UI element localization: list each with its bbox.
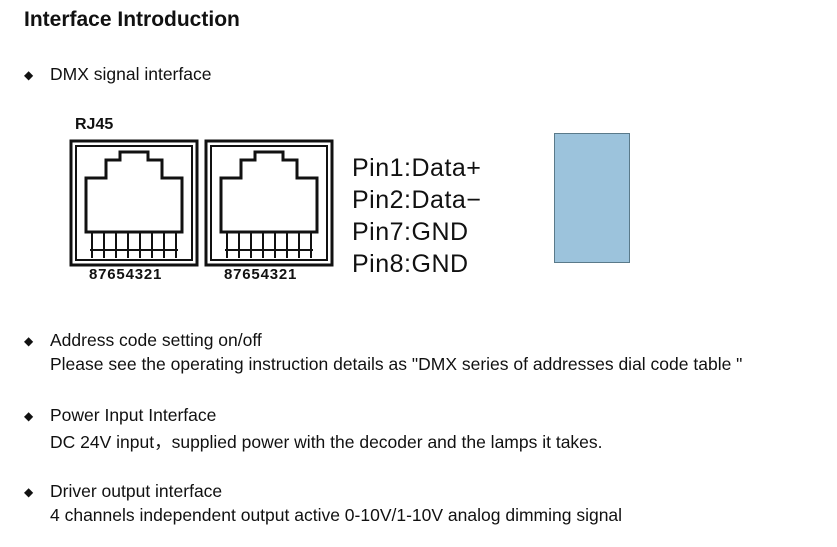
connector-label: RJ45 bbox=[75, 116, 114, 133]
diamond-bullet-icon: ◆ bbox=[24, 68, 34, 82]
bullet-heading: Power Input Interface bbox=[50, 405, 217, 425]
rj45-jack-icon bbox=[204, 139, 334, 267]
pin-signal: Data− bbox=[411, 186, 482, 214]
bullet-detail: 4 channels independent output active 0-1… bbox=[50, 505, 623, 525]
bullet-dmx-signal: ◆ DMX signal interface bbox=[24, 62, 211, 87]
pin-signal: Data+ bbox=[411, 154, 482, 182]
bullet-power-input: ◆ Power Input Interface bbox=[24, 403, 216, 428]
pin-name: Pin2 bbox=[352, 186, 405, 214]
diamond-bullet-icon: ◆ bbox=[24, 485, 34, 499]
diamond-bullet-icon: ◆ bbox=[24, 409, 34, 423]
pin-name: Pin7 bbox=[352, 218, 405, 246]
diamond-bullet-icon: ◆ bbox=[24, 334, 34, 348]
pin-name: Pin1 bbox=[352, 154, 405, 182]
jack-pin-numbers: 87654321 bbox=[89, 266, 163, 283]
bullet-detail: DC 24V input，supplied power with the dec… bbox=[50, 432, 603, 452]
rj45-jack-icon bbox=[69, 139, 199, 267]
bullet-heading: Address code setting on/off bbox=[50, 330, 262, 350]
jack-pin-numbers: 87654321 bbox=[224, 266, 298, 283]
pin-name: Pin8 bbox=[352, 250, 405, 278]
pin-assignment: Pin1:Data+ bbox=[352, 154, 482, 182]
page-title: Interface Introduction bbox=[24, 8, 240, 31]
pin-signal: GND bbox=[411, 250, 469, 278]
bullet-address-code: ◆ Address code setting on/off bbox=[24, 328, 262, 353]
pin-signal: GND bbox=[411, 218, 469, 246]
bullet-driver-output: ◆ Driver output interface bbox=[24, 479, 222, 504]
blue-swatch-box bbox=[554, 133, 630, 263]
rj45-jacks-illustration bbox=[69, 139, 334, 267]
pin-assignment: Pin2:Data− bbox=[352, 186, 482, 214]
bullet-heading: Driver output interface bbox=[50, 481, 223, 501]
bullet-heading: DMX signal interface bbox=[50, 64, 212, 84]
pin-assignment: Pin8:GND bbox=[352, 250, 469, 278]
bullet-detail: Please see the operating instruction det… bbox=[50, 354, 743, 374]
pin-assignment: Pin7:GND bbox=[352, 218, 469, 246]
